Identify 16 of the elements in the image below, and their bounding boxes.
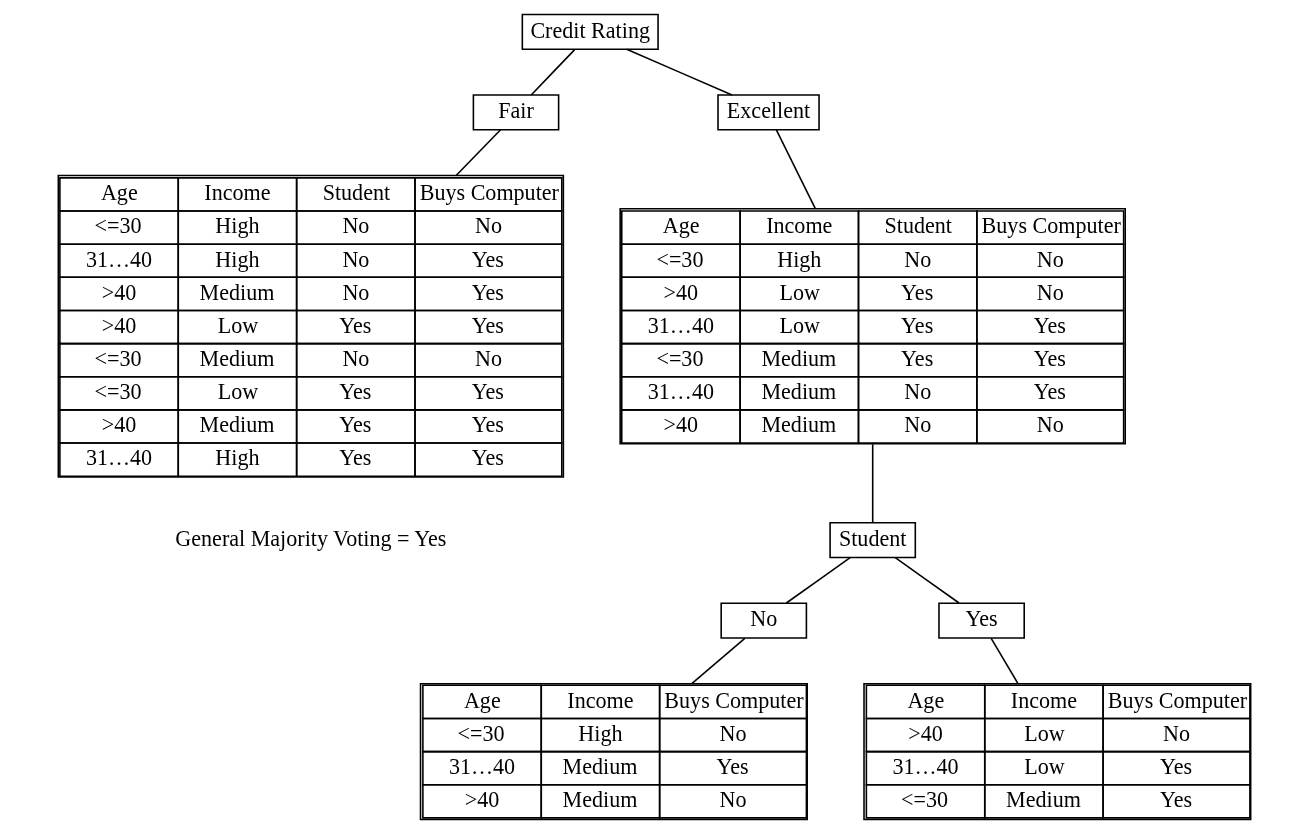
connector xyxy=(893,556,960,604)
connector xyxy=(625,48,733,96)
label: General Majority Voting = Yes xyxy=(174,525,446,551)
node-box: Student xyxy=(828,521,916,559)
node-box: No xyxy=(719,602,807,639)
connector xyxy=(529,49,575,96)
connector xyxy=(871,443,873,523)
connector xyxy=(455,129,501,176)
node-box: Excellent xyxy=(716,94,820,131)
connector xyxy=(785,556,851,604)
connector xyxy=(690,637,746,685)
connector xyxy=(775,129,816,210)
node-box: Yes xyxy=(937,602,1025,639)
connector xyxy=(989,637,1019,685)
node-box: Credit Rating xyxy=(521,13,659,51)
node-box: Fair xyxy=(472,94,559,131)
